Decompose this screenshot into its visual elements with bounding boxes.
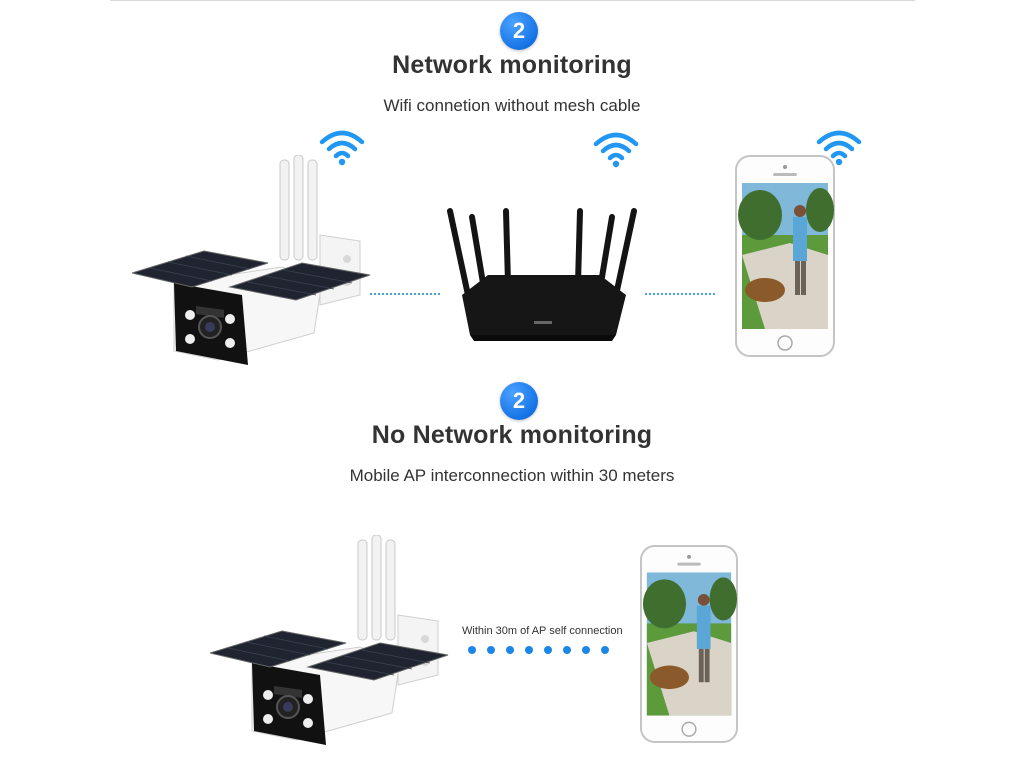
link-line (370, 293, 440, 295)
solar-camera (132, 155, 371, 365)
smartphone (640, 545, 738, 743)
wifi-icon (319, 130, 365, 166)
top-divider (110, 0, 915, 1)
solar-camera (210, 535, 449, 745)
section-subtitle: Mobile AP interconnection within 30 mete… (349, 466, 675, 485)
step-badge: 2 (500, 382, 538, 420)
smartphone (735, 155, 835, 357)
step-number: 2 (512, 18, 526, 43)
connection-note: Within 30m of AP self connection (462, 625, 623, 637)
step-number: 2 (512, 388, 526, 413)
connection-dots (468, 646, 609, 654)
wifi-icon (816, 130, 862, 166)
step-badge: 2 (500, 12, 538, 50)
link-line (645, 293, 715, 295)
router (447, 208, 637, 341)
section-title: Network monitoring (392, 51, 632, 79)
wifi-icon (593, 132, 639, 168)
section-subtitle: Wifi connetion without mesh cable (383, 96, 641, 115)
section-title: No Network monitoring (371, 421, 653, 449)
